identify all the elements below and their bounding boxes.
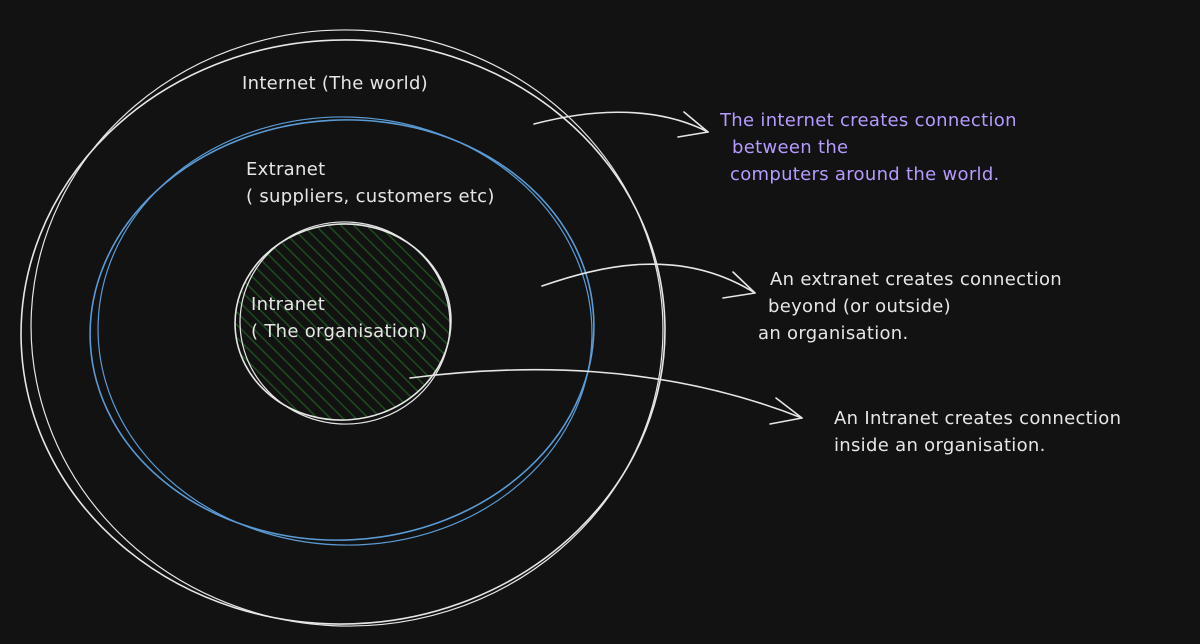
- intranet-note: An Intranet creates connection inside an…: [834, 405, 1121, 459]
- extranet-label-subtitle: ( suppliers, customers etc): [246, 186, 495, 207]
- intranet-label: Intranet ( The organisation): [251, 291, 428, 345]
- intranet-label-subtitle: ( The organisation): [251, 321, 428, 342]
- internet-note-line-1: The internet creates connection: [720, 110, 1017, 131]
- internet-arrow: [533, 111, 709, 138]
- extranet-label-title: Extranet: [246, 159, 326, 180]
- extranet-arrow: [541, 263, 756, 299]
- intranet-note-line-2: inside an organisation.: [834, 435, 1046, 456]
- intranet-arrow: [409, 368, 803, 425]
- extranet-note-line-2: beyond (or outside): [768, 296, 951, 317]
- internet-label: Internet (The world): [242, 73, 428, 94]
- extranet-note-line-1: An extranet creates connection: [770, 269, 1063, 290]
- extranet-note: An extranet creates connection beyond (o…: [758, 266, 1062, 347]
- internet-note: The internet creates connection between …: [720, 107, 1017, 188]
- extranet-label: Extranet ( suppliers, customers etc): [246, 156, 495, 210]
- extranet-note-line-3: an organisation.: [758, 323, 909, 344]
- intranet-circle: [234, 221, 452, 425]
- internet-note-line-2: between the: [732, 137, 849, 158]
- intranet-note-line-1: An Intranet creates connection: [834, 408, 1122, 429]
- internet-ring: [20, 29, 666, 627]
- intranet-label-title: Intranet: [251, 294, 326, 315]
- extranet-ring: [89, 116, 595, 546]
- internet-note-line-3: computers around the world.: [730, 164, 1000, 185]
